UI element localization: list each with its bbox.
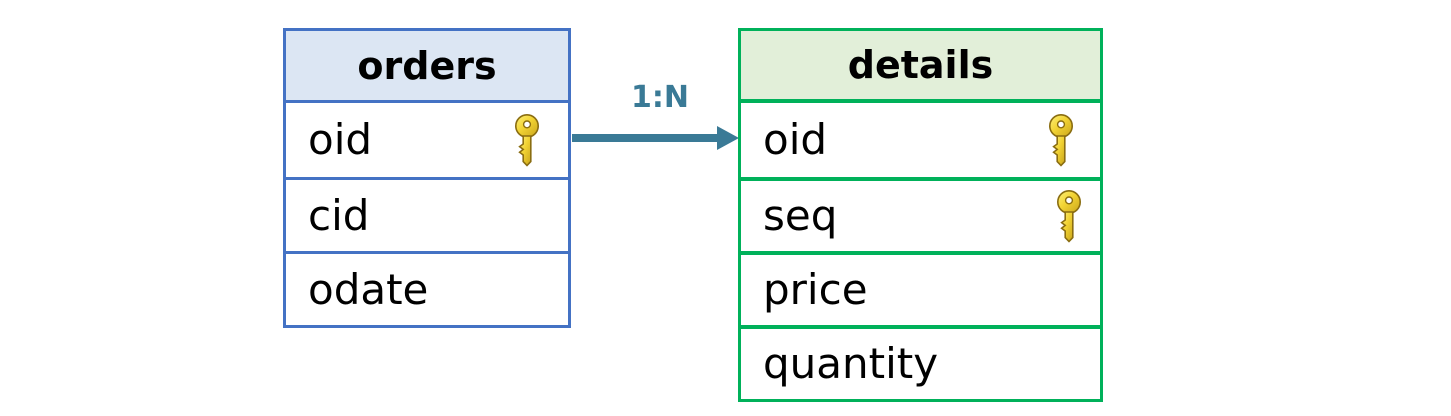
- attribute-name: oid: [763, 115, 828, 164]
- attribute-name: price: [763, 265, 868, 314]
- entity-table-orders[interactable]: orders oid: [283, 28, 571, 328]
- attribute-name: odate: [308, 264, 429, 314]
- key-icon: [1042, 112, 1080, 168]
- attribute-row[interactable]: cid: [286, 177, 568, 251]
- entity-title-details: details: [741, 31, 1100, 103]
- attribute-name: quantity: [763, 339, 939, 388]
- attribute-name: seq: [763, 191, 838, 240]
- relationship-cardinality-label: 1:N: [631, 80, 689, 115]
- key-icon: [1050, 188, 1088, 244]
- attribute-name: cid: [308, 190, 370, 240]
- attribute-row[interactable]: oid: [741, 103, 1100, 177]
- attribute-list-orders: oid: [286, 103, 568, 325]
- attribute-row[interactable]: quantity: [741, 325, 1100, 399]
- entity-table-details[interactable]: details oid seq: [738, 28, 1103, 402]
- relationship-connector[interactable]: 1:N: [565, 80, 745, 156]
- attribute-row[interactable]: odate: [286, 251, 568, 325]
- entity-title-orders: orders: [286, 31, 568, 103]
- attribute-row[interactable]: oid: [286, 103, 568, 177]
- attribute-list-details: oid seq: [741, 103, 1100, 399]
- attribute-row[interactable]: seq: [741, 177, 1100, 251]
- attribute-name: oid: [308, 115, 373, 164]
- key-icon: [508, 112, 546, 168]
- arrow-right-icon: [572, 126, 739, 150]
- attribute-row[interactable]: price: [741, 251, 1100, 325]
